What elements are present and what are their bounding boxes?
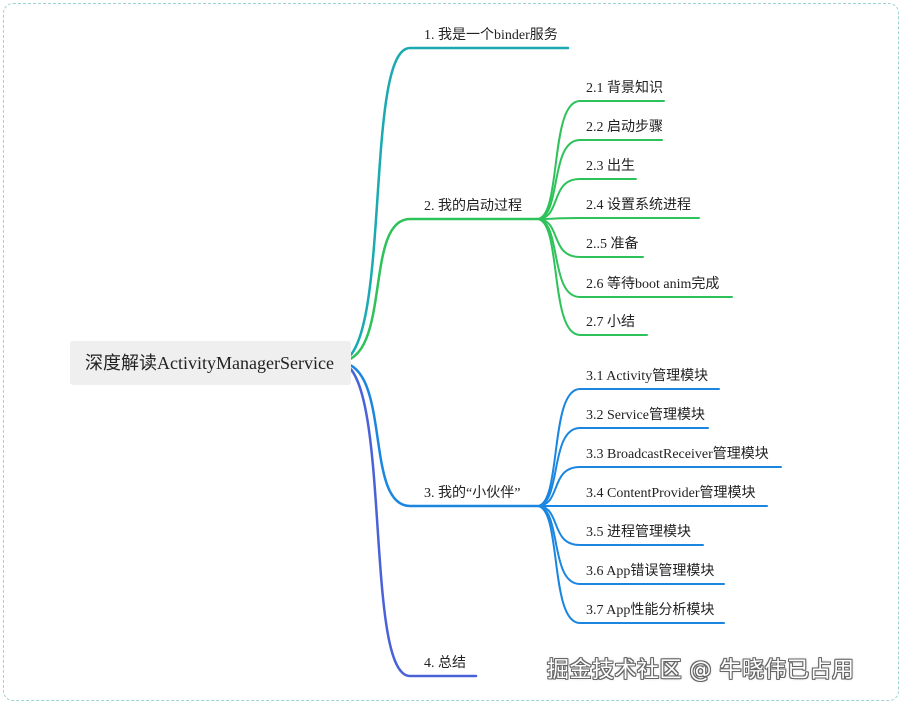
child-link-2-4 bbox=[536, 217, 700, 220]
child-link-2-7 bbox=[536, 218, 648, 336]
child-link-3-3 bbox=[536, 466, 782, 507]
child-link-2-5 bbox=[536, 218, 644, 258]
root-node[interactable]: 深度解读ActivityManagerService bbox=[70, 341, 351, 385]
node-broadcast-module[interactable]: 3.3 BroadcastReceiver管理模块 bbox=[586, 447, 769, 462]
child-link-2-3 bbox=[536, 178, 637, 220]
branch-link-2 bbox=[336, 217, 539, 364]
diagram-frame bbox=[3, 3, 899, 701]
node-service-module[interactable]: 3.2 Service管理模块 bbox=[586, 408, 705, 423]
node-wait-boot-anim[interactable]: 2.6 等待boot anim完成 bbox=[586, 277, 720, 292]
child-link-2-2 bbox=[536, 139, 663, 220]
node-app-perf-module[interactable]: 3.7 App性能分析模块 bbox=[586, 603, 715, 618]
node-activity-module[interactable]: 3.1 Activity管理模块 bbox=[586, 369, 709, 384]
branch-link-4 bbox=[336, 360, 478, 678]
node-provider-module[interactable]: 3.4 ContentProvider管理模块 bbox=[586, 486, 756, 501]
child-link-2-1 bbox=[536, 100, 665, 220]
node-startup-steps[interactable]: 2.2 启动步骤 bbox=[586, 120, 663, 135]
branch-link-3 bbox=[336, 360, 539, 508]
node-background-knowledge[interactable]: 2.1 背景知识 bbox=[586, 81, 663, 96]
node-birth[interactable]: 2.3 出生 bbox=[586, 159, 635, 174]
child-link-3-7 bbox=[536, 505, 725, 624]
node-process-module[interactable]: 3.5 进程管理模块 bbox=[586, 525, 691, 540]
node-prepare[interactable]: 2..5 准备 bbox=[586, 237, 639, 252]
branch-partners[interactable]: 3. 我的“小伙伴” bbox=[424, 486, 521, 501]
child-link-3-1 bbox=[536, 388, 720, 507]
child-link-3-2 bbox=[536, 427, 709, 507]
watermark-text: 掘金技术社区 @ 牛晓伟已占用 bbox=[547, 658, 855, 683]
node-set-system-process[interactable]: 2.4 设置系统进程 bbox=[586, 198, 691, 213]
branch-link-1 bbox=[336, 46, 570, 364]
node-summary-2[interactable]: 2.7 小结 bbox=[586, 315, 635, 330]
node-app-error-module[interactable]: 3.6 App错误管理模块 bbox=[586, 564, 715, 579]
branch-binder-service[interactable]: 1. 我是一个binder服务 bbox=[424, 28, 558, 43]
branch-startup-process[interactable]: 2. 我的启动过程 bbox=[424, 199, 522, 214]
branch-summary[interactable]: 4. 总结 bbox=[424, 656, 466, 671]
